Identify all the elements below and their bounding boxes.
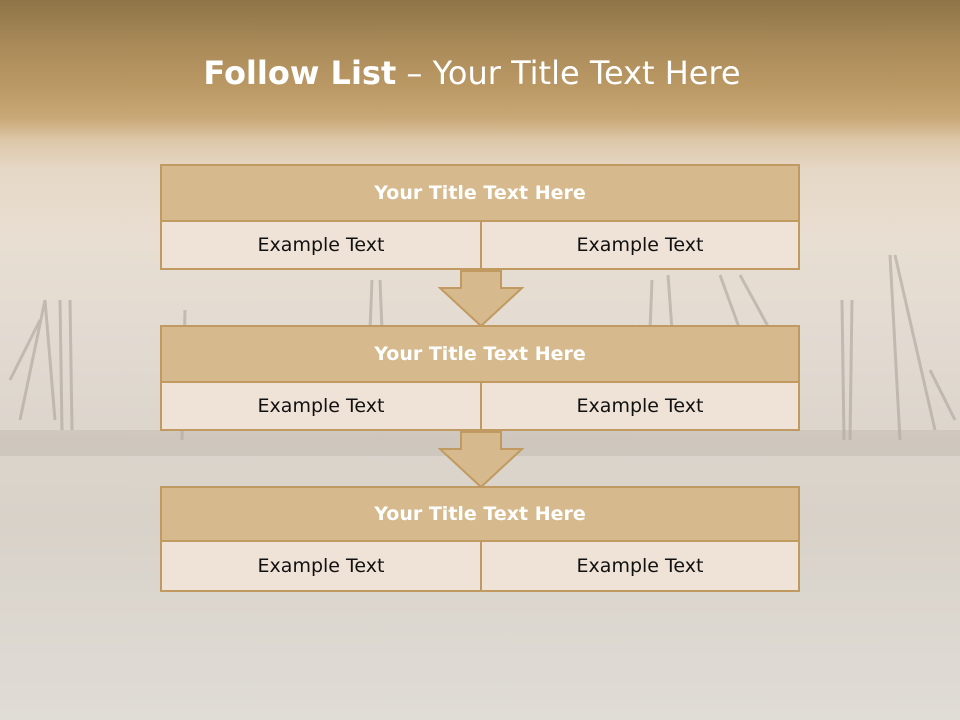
slide-title-bold: Follow List [203,54,397,92]
slide-title: Follow List – Your Title Text Here [0,54,944,92]
down-arrow-icon [438,431,524,489]
step-left-text: Example Text [160,220,482,270]
slide-title-rest: – Your Title Text Here [396,54,741,92]
step-right-text: Example Text [480,220,800,270]
step-title: Your Title Text Here [160,486,800,542]
step-title: Your Title Text Here [160,325,800,383]
down-arrow-icon [438,270,524,328]
step-left-text: Example Text [160,540,482,592]
step-title: Your Title Text Here [160,164,800,222]
step-left-text: Example Text [160,381,482,431]
step-right-text: Example Text [480,540,800,592]
step-right-text: Example Text [480,381,800,431]
